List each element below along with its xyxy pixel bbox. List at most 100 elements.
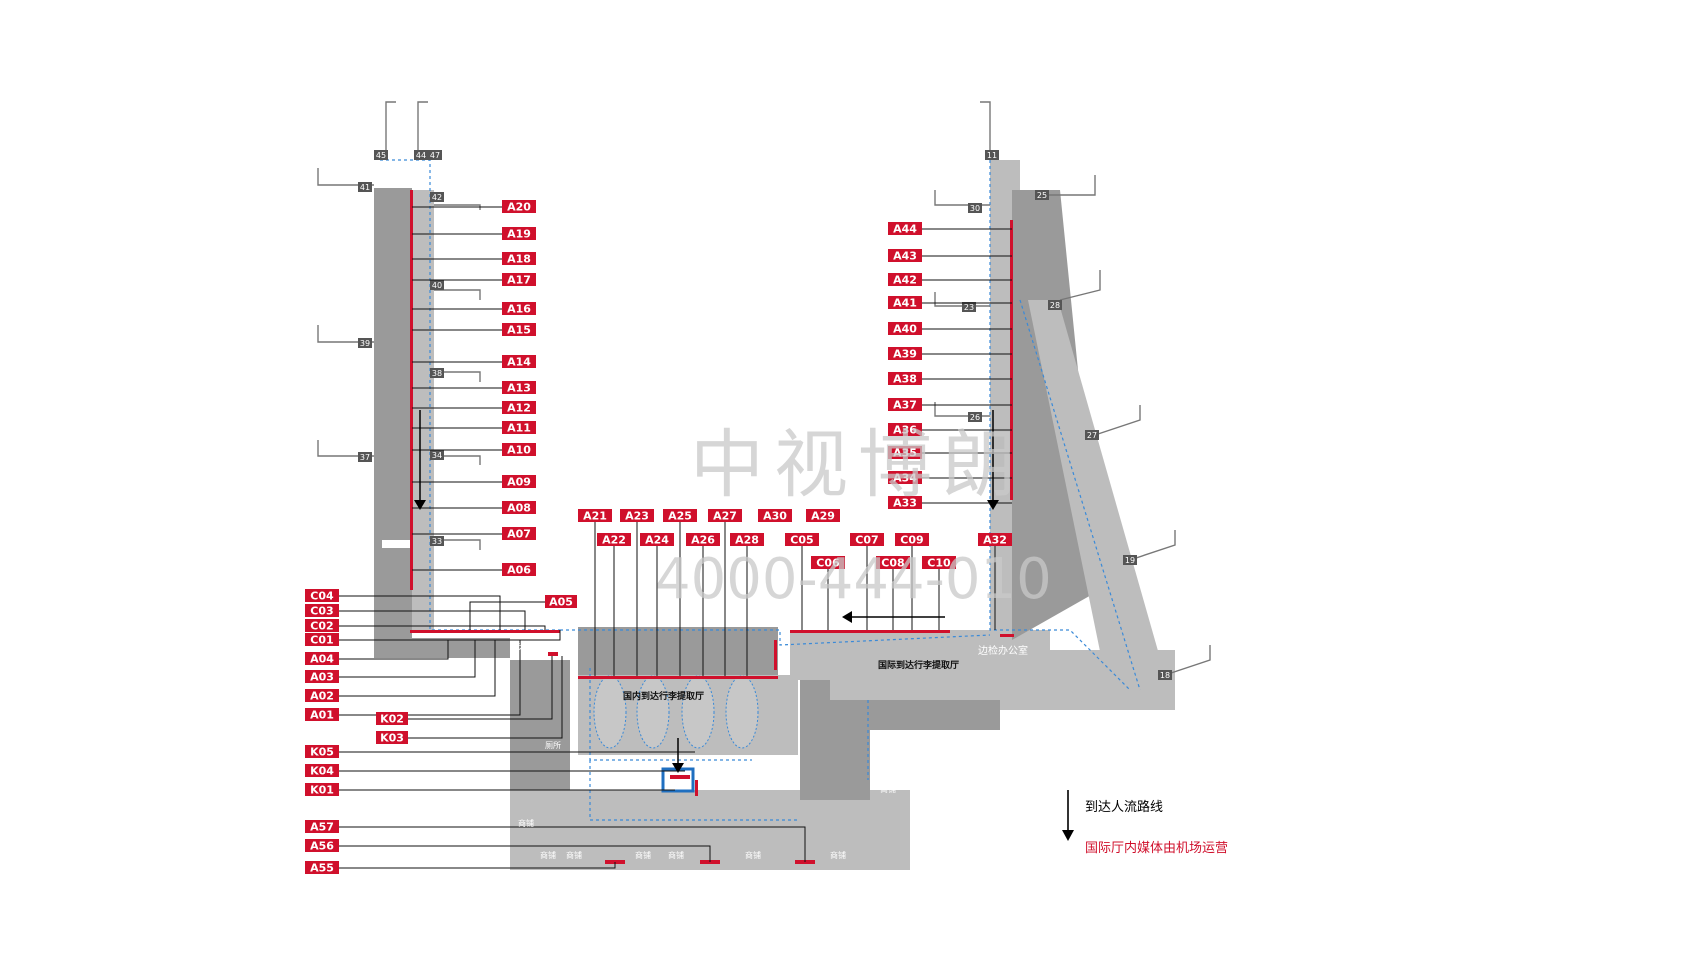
- ad-tag-k02: K02: [376, 712, 408, 726]
- svg-text:A38: A38: [893, 373, 917, 386]
- gate-badge-28: 28: [1048, 300, 1062, 310]
- svg-text:A39: A39: [893, 348, 917, 361]
- svg-text:A29: A29: [811, 510, 835, 523]
- svg-text:A01: A01: [310, 709, 334, 722]
- svg-text:A18: A18: [507, 253, 531, 266]
- svg-text:A12: A12: [507, 402, 531, 415]
- ad-tag-a24: A24: [640, 533, 674, 547]
- svg-text:C03: C03: [310, 605, 333, 618]
- ad-tag-a26: A26: [686, 533, 720, 547]
- gate-number-badges: 4544474142403938373433323025232628271918…: [358, 150, 1172, 680]
- ad-tag-c10: C10: [922, 556, 956, 570]
- leader-line: [339, 845, 711, 862]
- svg-text:23: 23: [964, 303, 974, 312]
- ad-tag-k03: K03: [376, 731, 408, 745]
- domestic-baggage-hall-label: 国内到达行李提取厅: [623, 690, 704, 702]
- svg-text:42: 42: [432, 193, 442, 202]
- shop-label: 商铺: [518, 818, 534, 828]
- ad-tag-a38: A38: [888, 372, 922, 386]
- svg-text:A07: A07: [507, 528, 531, 541]
- ad-tag-a13: A13: [502, 381, 536, 395]
- legend-arrival-route: 到达人流路线: [1085, 799, 1163, 815]
- gate-badge-38: 38: [430, 368, 444, 378]
- svg-text:A17: A17: [507, 274, 531, 287]
- ad-tag-a08: A08: [502, 501, 536, 515]
- svg-text:26: 26: [970, 413, 980, 422]
- leader-line: [408, 656, 553, 720]
- svg-text:A36: A36: [893, 424, 917, 437]
- ad-tag-c06: C06: [811, 556, 845, 570]
- svg-text:A33: A33: [893, 497, 917, 510]
- svg-text:A27: A27: [713, 510, 737, 523]
- svg-text:C06: C06: [816, 557, 840, 570]
- shop-label: 商铺: [830, 850, 846, 860]
- gate-badge-19: 19: [1123, 555, 1137, 565]
- ad-tag-a28: A28: [730, 533, 764, 547]
- svg-text:A16: A16: [507, 303, 531, 316]
- svg-text:A55: A55: [310, 862, 334, 875]
- svg-text:C01: C01: [310, 634, 333, 647]
- svg-text:A09: A09: [507, 476, 531, 489]
- leader-line: [339, 595, 501, 630]
- ad-tag-a10: A10: [502, 443, 536, 457]
- shop-label: 商铺: [668, 850, 684, 860]
- ad-tag-c01: C01: [305, 633, 339, 647]
- ad-tag-a39: A39: [888, 347, 922, 361]
- leader-line: [339, 640, 449, 660]
- watermark-phone: 4000-444-010: [655, 547, 1052, 612]
- leader-line: [469, 601, 545, 630]
- svg-text:A44: A44: [893, 223, 917, 236]
- svg-text:38: 38: [432, 369, 442, 378]
- ad-tag-a06: A06: [502, 563, 536, 577]
- building-footprint: [374, 160, 1175, 870]
- route-arrows: [414, 410, 999, 773]
- ad-tag-a04: A04: [305, 652, 339, 666]
- leader-lines: [339, 206, 1012, 869]
- ad-tag-a35: A35: [888, 446, 922, 460]
- baggage-carousels: [593, 675, 759, 749]
- leader-line: [339, 625, 546, 630]
- svg-text:A56: A56: [310, 840, 334, 853]
- jet-bridges: [317, 101, 1211, 676]
- svg-text:A23: A23: [625, 510, 649, 523]
- restroom-label: 厕所: [545, 740, 561, 750]
- svg-text:39: 39: [360, 339, 370, 348]
- svg-text:11: 11: [987, 151, 997, 160]
- leader-line: [339, 630, 561, 641]
- ad-tag-a30: A30: [758, 509, 792, 523]
- ad-tag-a22: A22: [597, 533, 631, 547]
- svg-text:A22: A22: [602, 534, 626, 547]
- ad-tag-a25: A25: [663, 509, 697, 523]
- ad-tag-c05: C05: [785, 533, 819, 547]
- ad-tag-a33: A33: [888, 496, 922, 510]
- svg-text:37: 37: [360, 453, 370, 462]
- international-baggage-hall-label: 国际到达行李提取厅: [878, 659, 959, 671]
- leader-line: [339, 826, 806, 862]
- ad-tag-a15: A15: [502, 323, 536, 337]
- svg-text:C08: C08: [881, 557, 904, 570]
- ad-tag-a21: A21: [578, 509, 612, 523]
- svg-text:A02: A02: [310, 690, 334, 703]
- svg-text:C10: C10: [927, 557, 951, 570]
- leader-line: [408, 656, 563, 739]
- svg-text:A30: A30: [763, 510, 787, 523]
- svg-text:A41: A41: [893, 297, 917, 310]
- svg-text:45: 45: [376, 151, 386, 160]
- gate-badge-47: 47: [428, 150, 442, 160]
- ad-tag-a18: A18: [502, 252, 536, 266]
- leader-line: [339, 610, 526, 630]
- ad-tag-a09: A09: [502, 475, 536, 489]
- svg-text:A03: A03: [310, 671, 334, 684]
- ad-tag-k04: K04: [305, 764, 339, 778]
- ad-tag-a02: A02: [305, 689, 339, 703]
- leader-line: [339, 640, 496, 697]
- shop-labels: 商铺商铺商铺商铺商铺商铺商铺商铺: [518, 784, 896, 860]
- ad-tag-a19: A19: [502, 227, 536, 241]
- svg-text:A42: A42: [893, 274, 917, 287]
- ad-tag-c03: C03: [305, 604, 339, 618]
- leader-line: [339, 862, 616, 869]
- svg-text:K01: K01: [310, 784, 334, 797]
- ad-tag-a41: A41: [888, 296, 922, 310]
- svg-text:A43: A43: [893, 250, 917, 263]
